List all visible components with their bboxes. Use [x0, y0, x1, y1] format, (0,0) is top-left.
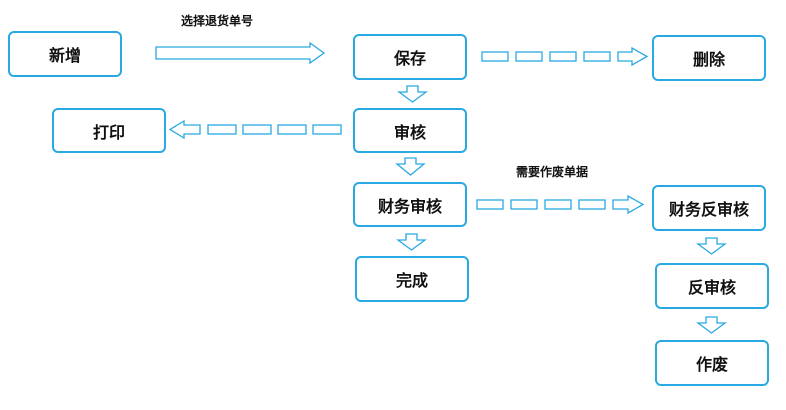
- node-save[interactable]: 保存: [353, 34, 467, 80]
- arrow-finance-to-complete: [396, 233, 427, 251]
- node-complete[interactable]: 完成: [355, 256, 469, 302]
- arrow-audit-to-finance: [395, 157, 426, 176]
- arrow-unaudit-to-reaudit: [696, 237, 727, 255]
- node-finance-unaudit[interactable]: 财务反审核: [652, 185, 766, 231]
- arrow-save-to-delete: [481, 46, 649, 67]
- node-print[interactable]: 打印: [52, 108, 166, 153]
- node-audit[interactable]: 审核: [353, 108, 467, 153]
- arrow-reaudit-to-void: [696, 316, 727, 334]
- node-delete[interactable]: 删除: [652, 35, 766, 81]
- arrow-audit-to-print: [168, 119, 342, 140]
- edge-label-need-void: 需要作废单据: [516, 165, 589, 179]
- node-finance-audit[interactable]: 财务审核: [353, 182, 467, 227]
- node-void[interactable]: 作废: [655, 340, 769, 386]
- edge-label-select-return: 选择退货单号: [181, 14, 254, 28]
- arrow-add-to-save: [155, 41, 326, 65]
- arrow-save-to-audit: [397, 85, 428, 103]
- node-unaudit[interactable]: 反审核: [655, 263, 769, 309]
- arrow-finance-to-unaudit: [476, 194, 645, 215]
- node-add[interactable]: 新增: [8, 31, 122, 77]
